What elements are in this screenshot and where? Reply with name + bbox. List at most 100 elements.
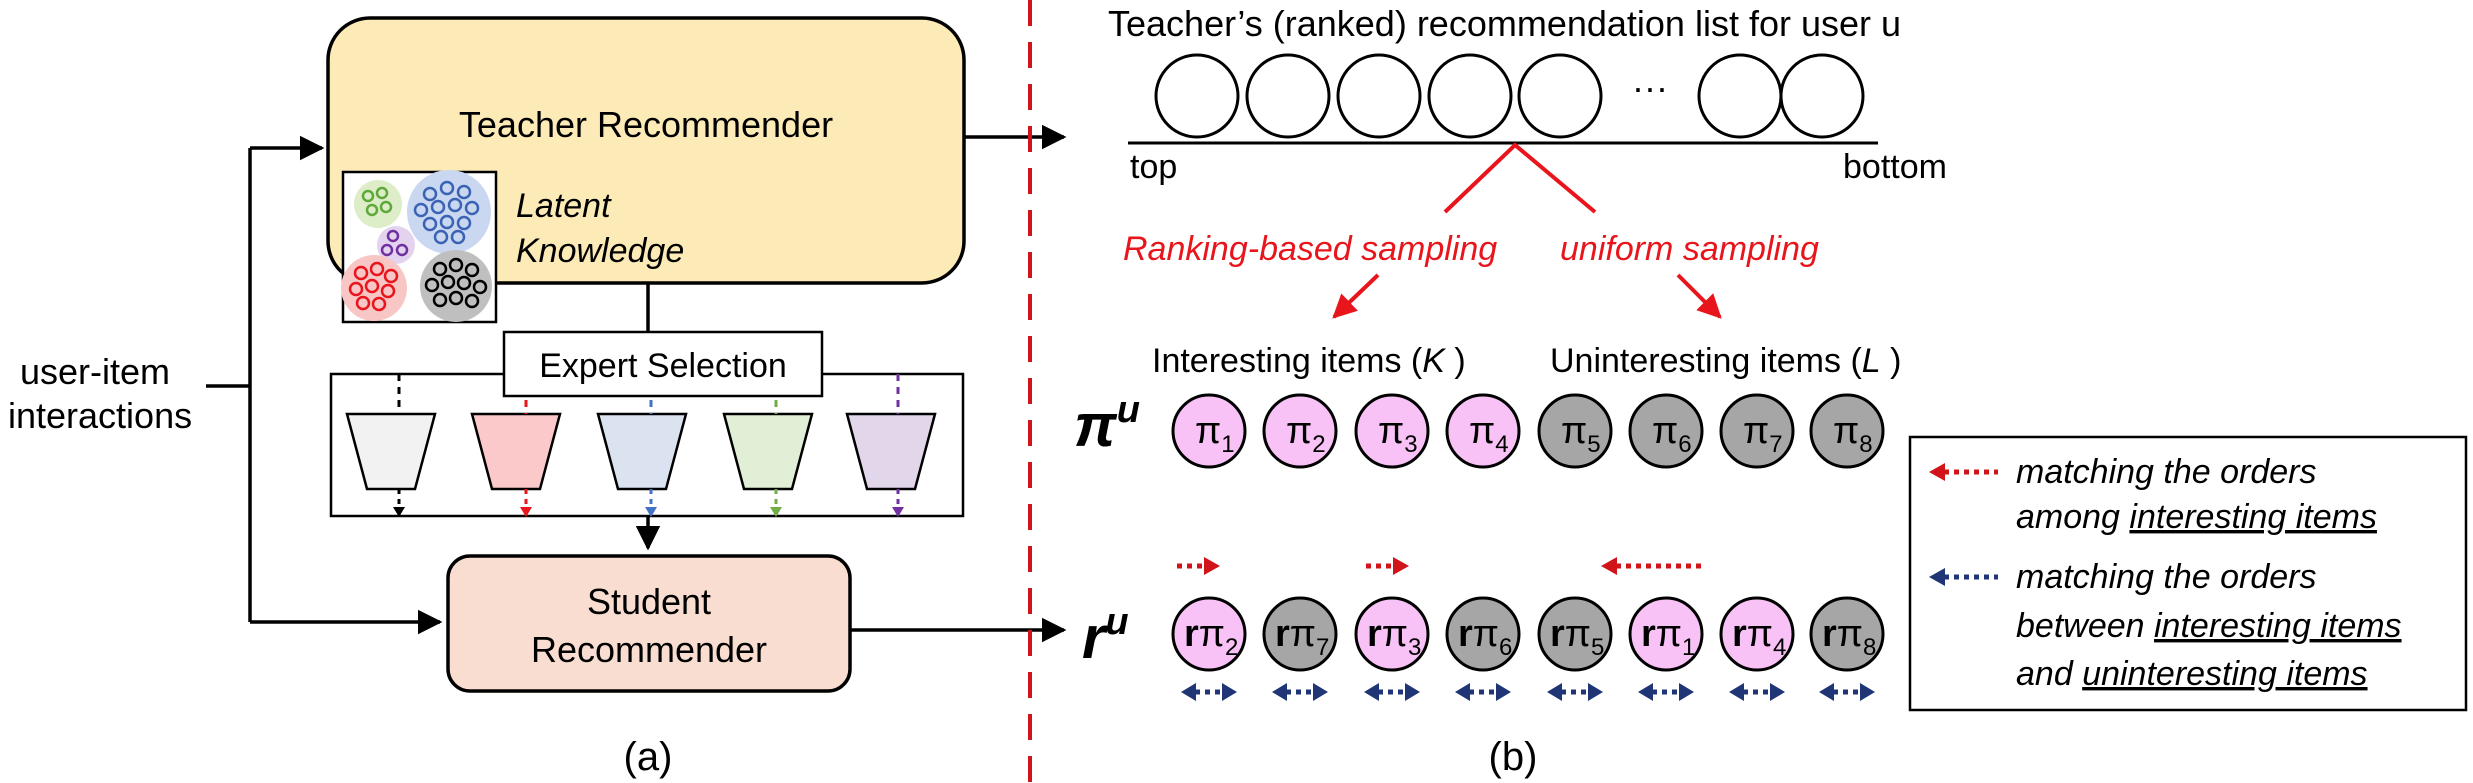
r-item: rπ5 [1537,596,1613,672]
r-item: rπ7 [1262,596,1338,672]
panel-b: Teacher’s (ranked) recommendation list f… [1074,3,1947,779]
item-subscript: 8 [1863,634,1876,661]
red-arrowhead-3 [1601,557,1617,575]
input-label-line1: user-item [20,351,170,392]
item-circle [1171,393,1247,469]
r-item: rπ4 [1719,596,1795,672]
item-circle [1809,393,1885,469]
legend-entry2-line3: and uninteresting items [2016,655,2368,693]
caption-a: (a) [624,735,673,779]
item-label: π1 [1195,410,1235,458]
item-subscript: 4 [1495,431,1508,458]
item-r: r [1732,613,1747,655]
interesting-k: K [1422,342,1446,380]
item-pi: π [1837,613,1863,655]
item-subscript: 1 [1682,634,1695,661]
item-r: r [1550,613,1565,655]
item-circle [1537,596,1613,672]
item-subscript: 8 [1859,431,1872,458]
uniform-sampling-label: uniform sampling [1560,230,1819,268]
cluster-purple [377,226,415,264]
item-pi: π [1286,410,1312,452]
interesting-items-label: Interesting items (K ) [1152,342,1466,380]
cluster-red [341,255,407,321]
input-label-line2: interactions [8,395,192,436]
item-subscript: 5 [1591,634,1604,661]
item-pi: π [1469,410,1495,452]
pi-u-symbol: πu [1074,389,1140,459]
item-label: π2 [1286,410,1326,458]
list-item [1779,53,1865,139]
red-arrowhead-2 [1393,557,1409,575]
item-label: π3 [1378,410,1418,458]
item-subscript: 7 [1316,634,1329,661]
interesting-items-text: Interesting items ( [1152,342,1423,380]
list-item [1697,53,1783,139]
item-label: rπ2 [1184,613,1238,661]
pi-item: π3 [1354,393,1430,469]
item-subscript: 5 [1587,431,1600,458]
list-item [1517,53,1603,139]
r-item: rπ3 [1354,596,1430,672]
item-label: rπ6 [1458,613,1512,661]
item-circle [1354,393,1430,469]
item-circle [1628,596,1704,672]
r-superscript: u [1105,601,1128,643]
bottom-label: bottom [1843,148,1947,186]
item-label: π7 [1743,410,1783,458]
item-pi: π [1473,613,1499,655]
caption-b: (b) [1489,735,1538,779]
legend-entry1-line1: matching the orders [2016,453,2317,491]
legend-navy-arrow [1929,568,1998,586]
item-label: π5 [1561,410,1601,458]
panel-a: user-item interactions Teacher Recommend… [8,16,1067,779]
item-label: rπ3 [1367,613,1421,661]
navy-arrow [1819,683,1875,701]
pi-symbol: π [1074,392,1118,459]
item-subscript: 3 [1404,431,1417,458]
item-label: rπ1 [1641,613,1695,661]
legend-entry2-underlined2: uninteresting items [2082,655,2367,693]
item-r: r [1275,613,1290,655]
expert-4 [722,374,814,517]
legend-entry2-underlined1: interesting items [2154,607,2402,645]
legend-entry2-and: and [2016,655,2082,693]
r-item: rπ6 [1445,596,1521,672]
pi-item: π6 [1628,393,1704,469]
item-pi: π [1378,410,1404,452]
pi-item: π7 [1719,393,1795,469]
item-pi: π [1833,410,1859,452]
item-pi: π [1743,410,1769,452]
item-subscript: 6 [1499,634,1512,661]
item-r: r [1641,613,1656,655]
uniform-sampling-arrow [1676,273,1722,319]
legend-entry2-line2: between interesting items [2016,607,2402,645]
list-item [1336,53,1422,139]
r-item: rπ1 [1628,596,1704,672]
item-subscript: 7 [1769,431,1782,458]
cluster-green [354,180,402,228]
item-r: r [1458,613,1473,655]
legend-entry1-prefix: among [2016,498,2129,536]
teacher-recommender-label: Teacher Recommender [459,104,833,145]
sampling-branch-lines [1443,142,1597,214]
interesting-close: ) [1445,342,1466,380]
item-pi: π [1290,613,1316,655]
item-circle [1537,393,1613,469]
list-ellipsis: ··· [1632,67,1668,108]
item-pi: π [1652,410,1678,452]
navy-arrow [1638,683,1694,701]
item-subscript: 3 [1408,634,1421,661]
item-subscript: 2 [1312,431,1325,458]
ranking-sampling-label: Ranking-based sampling [1123,230,1497,268]
pi-superscript: u [1117,389,1140,431]
item-r: r [1822,613,1837,655]
item-pi: π [1747,613,1773,655]
item-circle [1445,393,1521,469]
pi-item: π5 [1537,393,1613,469]
item-circle [1719,393,1795,469]
navy-arrow [1729,683,1785,701]
